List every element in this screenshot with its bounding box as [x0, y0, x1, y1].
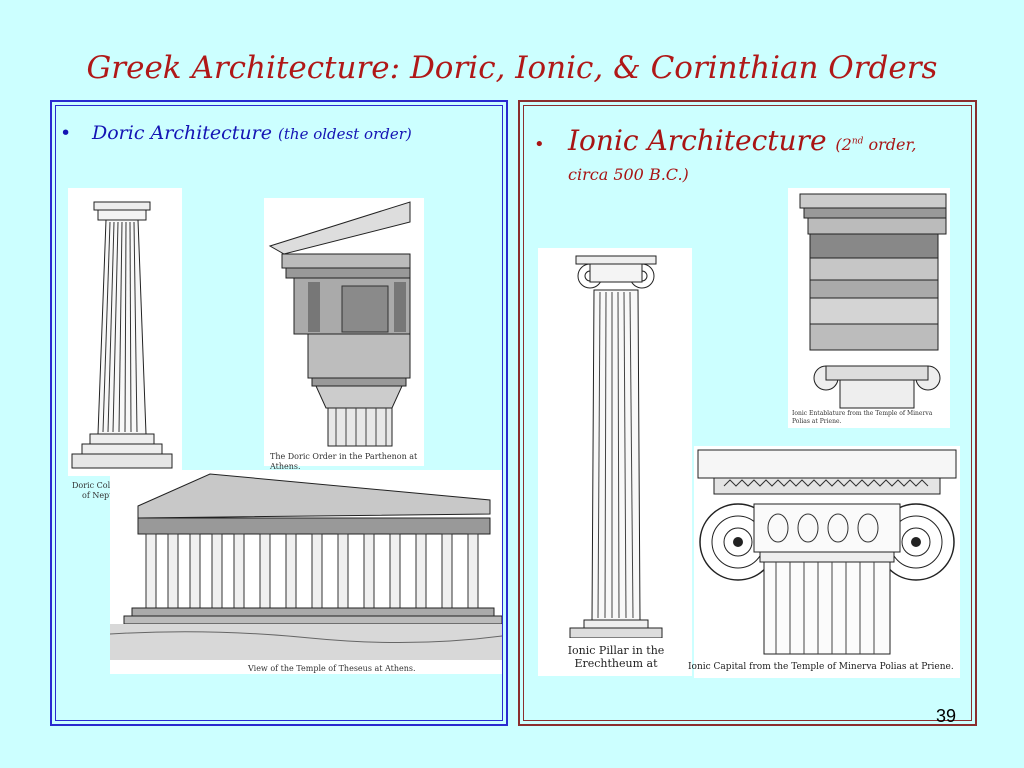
ionic-pillar-caption-line1: Ionic Pillar in the: [567, 644, 665, 657]
ionic-subheading-prefix: (2: [835, 135, 852, 154]
bullet-dot: •: [534, 134, 545, 155]
ionic-subheading: (2nd order,: [835, 135, 916, 154]
parthenon-caption: The Doric Order in the Parthenon at Athe…: [270, 452, 418, 471]
ionic-entablature-drawing: [799, 193, 947, 409]
ionic-capital-image: [694, 446, 960, 678]
doric-column-image: [68, 188, 182, 476]
ionic-subheading-sup: nd: [851, 136, 864, 147]
ionic-capital-caption: Ionic Capital from the Temple of Minerva…: [688, 662, 954, 672]
ionic-entablature-image: [788, 188, 950, 428]
doric-column-drawing: [71, 201, 173, 469]
doric-subheading: (the oldest order): [278, 125, 412, 143]
doric-panel: • Doric Architecture (the oldest order) D…: [50, 100, 508, 726]
doric-column-caption: Doric Colu of Nept: [72, 481, 132, 501]
ionic-pillar-caption-line2: Erechtheum at: [574, 657, 658, 670]
temple-view-drawing: [110, 473, 502, 660]
doric-column-caption-line2: of Nept: [82, 491, 113, 500]
ionic-entablature-caption: Ionic Entablature from the Temple of Min…: [792, 410, 933, 425]
ionic-pillar-caption: Ionic Pillar in the Erechtheum at: [546, 644, 686, 670]
ionic-subheading-line2: circa 500 B.C.): [568, 165, 689, 184]
ionic-bullet: • Ionic Architecture (2nd order, circa 50…: [534, 124, 954, 188]
ionic-capital-drawing: [697, 449, 957, 655]
temple-caption: View of the Temple of Theseus at Athens.: [248, 664, 416, 673]
temple-view-image: [110, 470, 502, 674]
ionic-heading: Ionic Architecture: [568, 124, 827, 157]
slide-title: Greek Architecture: Doric, Ionic, & Cori…: [86, 50, 938, 86]
parthenon-detail-image: [264, 198, 424, 466]
doric-column-caption-line1: Doric Colu: [72, 481, 116, 490]
ionic-pillar-drawing: [569, 255, 663, 638]
doric-bullet: • Doric Architecture (the oldest order): [60, 120, 412, 147]
doric-heading: Doric Architecture: [92, 122, 272, 144]
page-number: 39: [936, 706, 957, 726]
bullet-dot: •: [60, 122, 72, 144]
ionic-panel: • Ionic Architecture (2nd order, circa 50…: [518, 100, 977, 726]
parthenon-detail-drawing: [268, 201, 411, 447]
ionic-subheading-suffix: order,: [863, 135, 917, 154]
ionic-pillar-image: [538, 248, 692, 676]
